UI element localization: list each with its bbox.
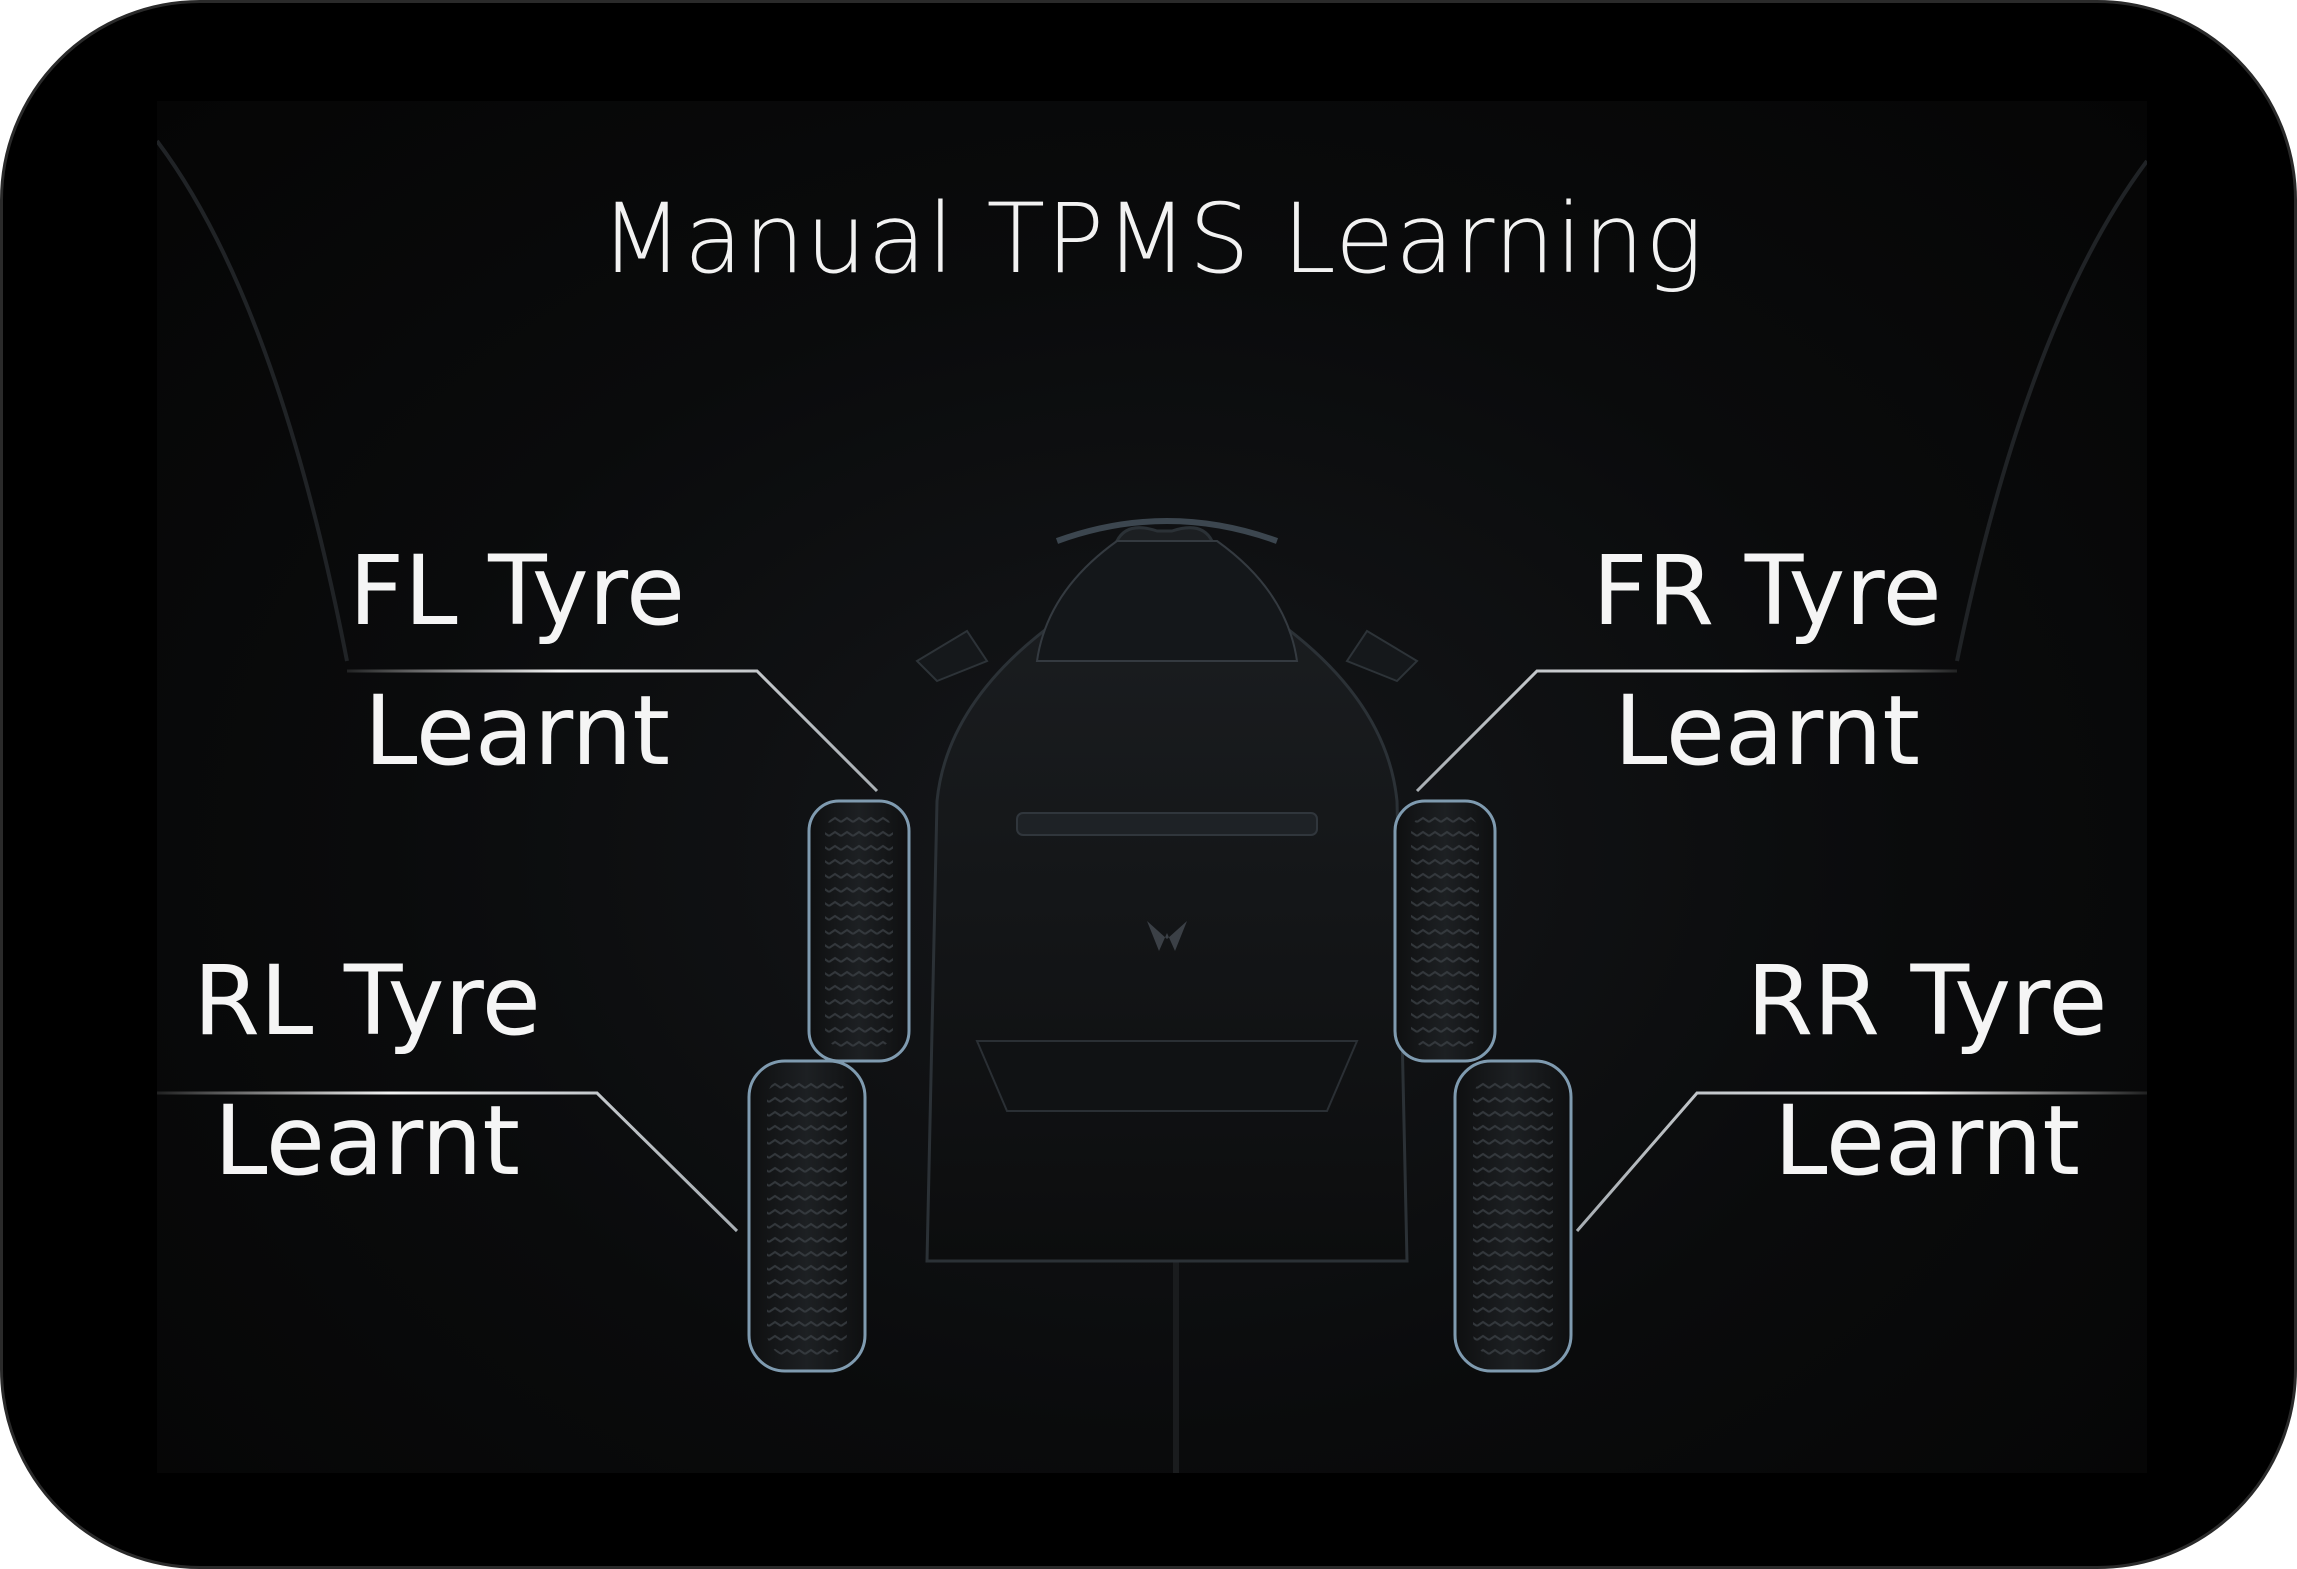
tyre-status-rl: Learnt (214, 1085, 520, 1197)
tyre-status-fl: Learnt (364, 675, 670, 787)
connector-lines (157, 669, 2147, 1233)
tpms-screen: Manual TPMS Learning FL Tyre Learnt FR T… (157, 101, 2147, 1473)
connector-fr (1415, 669, 1957, 793)
rear-bumper (975, 1040, 1359, 1112)
tyre-label-fr: FR Tyre Learnt (1577, 536, 1957, 786)
connector-rr (1575, 1091, 2147, 1232)
screen-title: Manual TPMS Learning (600, 183, 1704, 295)
car-body (915, 518, 1419, 1263)
tyre-label-rr: RR Tyre Learnt (1717, 946, 2137, 1196)
side-mirror-right (1345, 629, 1419, 683)
road-divider (1173, 1141, 1179, 1473)
background-arc-left (157, 139, 349, 662)
tyre-rl-icon (747, 1059, 867, 1373)
tyre-name-fr: FR Tyre (1592, 535, 1942, 647)
vehicle-illustration (157, 139, 2147, 1473)
tyre-fr-icon (1393, 799, 1497, 1063)
roof-highlight (1055, 518, 1279, 544)
tail-light-strip (1016, 812, 1318, 836)
tyre-fl-icon (807, 799, 911, 1063)
brand-emblem (1147, 921, 1187, 951)
tyre-name-rl: RL Tyre (193, 945, 541, 1057)
connector-rl (157, 1091, 739, 1233)
background-arc-right (1955, 159, 2147, 662)
tyre-label-fl: FL Tyre Learnt (327, 536, 707, 786)
side-mirror-left (915, 629, 989, 683)
connector-fl (347, 669, 879, 793)
tyre-name-rr: RR Tyre (1746, 945, 2108, 1057)
tyre-status-rr: Learnt (1774, 1085, 2080, 1197)
tyre-status-fr: Learnt (1614, 675, 1920, 787)
rear-window (1035, 540, 1299, 662)
tyre-label-rl: RL Tyre Learnt (157, 946, 577, 1196)
tyre-name-fl: FL Tyre (348, 535, 686, 647)
tyre-rr-icon (1453, 1059, 1573, 1373)
